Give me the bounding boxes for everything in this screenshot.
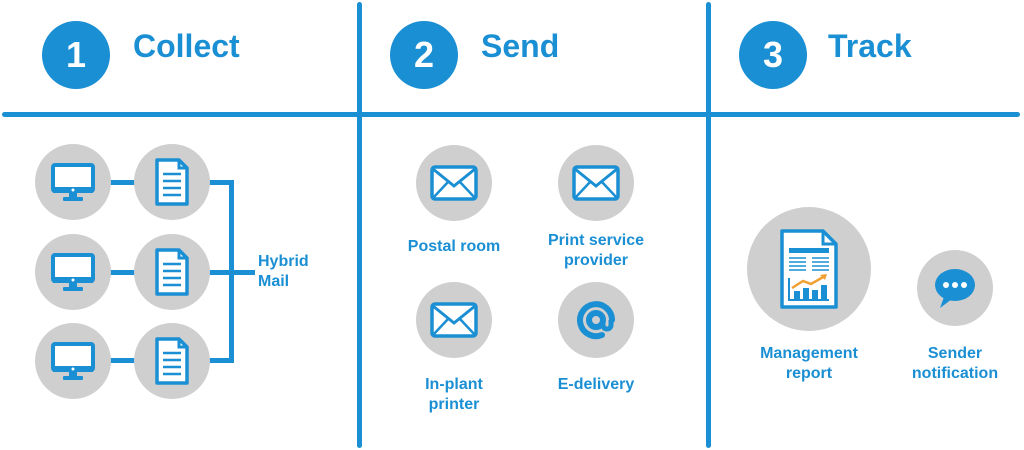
connector [105, 180, 145, 185]
document-icon [155, 337, 189, 385]
envelope-icon [572, 165, 620, 201]
step-title-send: Send [481, 28, 560, 64]
at-sign-icon [577, 301, 615, 340]
sender-notification-circle [917, 250, 993, 326]
step-number-1: 1 [42, 21, 110, 89]
hybrid-mail-label: Hybrid Mail [258, 252, 309, 292]
label-line: Hybrid [258, 253, 309, 270]
step-number-text: 2 [413, 34, 435, 75]
step-number-2: 2 [390, 21, 458, 89]
chat-bubble-icon [935, 269, 975, 308]
report-chart-icon [780, 229, 838, 309]
monitor-icon [51, 163, 95, 201]
label-line: notification [911, 365, 999, 382]
e-delivery-circle [558, 282, 634, 358]
label-line: Postal room [407, 238, 501, 255]
monitor-icon [51, 253, 95, 291]
management-report-label: Management report [739, 344, 879, 384]
connector [105, 358, 145, 363]
horizontal-divider [2, 112, 1020, 117]
vertical-divider-2 [706, 2, 711, 448]
envelope-icon [430, 302, 478, 338]
document-icon [155, 248, 189, 296]
vertical-divider-1 [357, 2, 362, 448]
sender-notification-label: Sender notification [885, 344, 1024, 384]
document-circle [134, 144, 210, 220]
label-line: Print service [547, 232, 645, 249]
monitor-circle [35, 323, 111, 399]
envelope-icon [430, 165, 478, 201]
label-line: Management [760, 345, 858, 362]
in-plant-circle [416, 282, 492, 358]
print-service-circle [558, 145, 634, 221]
step-number-text: 1 [65, 34, 87, 75]
label-line: printer [428, 396, 480, 413]
print-service-label: Print service provider [526, 231, 666, 271]
management-report-circle [747, 207, 871, 331]
postal-room-circle [416, 145, 492, 221]
label-line: report [785, 365, 833, 382]
step-number-text: 3 [762, 34, 784, 75]
postal-room-label: Postal room [384, 237, 524, 257]
label-line: provider [563, 252, 628, 269]
step-title-collect: Collect [133, 28, 240, 64]
monitor-circle [35, 234, 111, 310]
document-circle [134, 323, 210, 399]
label-line: E-delivery [557, 376, 635, 393]
monitor-circle [35, 144, 111, 220]
step-number-3: 3 [739, 21, 807, 89]
monitor-icon [51, 342, 95, 380]
step-title-track: Track [828, 28, 912, 64]
connector [105, 270, 145, 275]
document-icon [155, 158, 189, 206]
connector [205, 180, 233, 185]
label-line: Mail [258, 273, 290, 290]
connector-bus [229, 180, 234, 363]
in-plant-label: In-plant printer [384, 375, 524, 415]
connector [205, 358, 233, 363]
document-circle [134, 234, 210, 310]
label-line: In-plant [425, 376, 483, 393]
label-line: Sender [927, 345, 983, 362]
e-delivery-label: E-delivery [526, 375, 666, 395]
